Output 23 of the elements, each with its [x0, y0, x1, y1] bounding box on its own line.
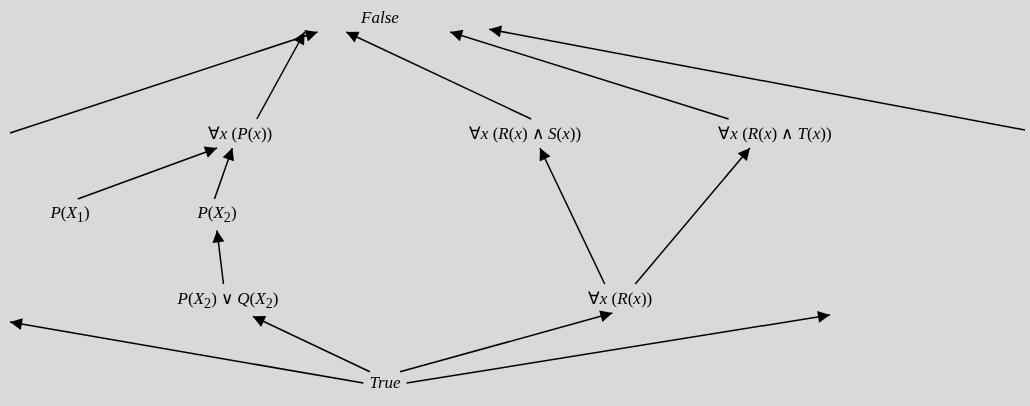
formula-label: ∀x (P(x)) — [207, 123, 273, 144]
formula-label: True — [369, 373, 401, 393]
arrow — [488, 25, 1026, 131]
arrow — [399, 310, 614, 373]
arrow — [252, 315, 371, 373]
arrow — [634, 147, 751, 285]
arrow — [76, 146, 218, 200]
arrow — [405, 311, 831, 384]
arrow — [539, 147, 606, 285]
arrow — [345, 31, 532, 120]
arrow — [9, 318, 365, 384]
formula-label: ∀x (R(x) ∧ T(x)) — [718, 123, 832, 144]
formula-label: ∀x (R(x)) — [587, 288, 653, 309]
arrow — [212, 229, 225, 285]
arrow — [449, 29, 730, 120]
formula-label: P(X$_{2}$) — [197, 203, 237, 227]
arrow — [256, 31, 306, 120]
arrow — [213, 147, 235, 200]
arrow — [9, 30, 319, 134]
formula-label: False — [361, 8, 399, 28]
formula-label: P(X$_{2}$) ∨ Q(X$_{2}$) — [177, 288, 279, 313]
formula-label: ∀x (R(x) ∧ S(x)) — [468, 123, 582, 144]
formula-label: P(X$_{1}$) — [50, 203, 90, 227]
